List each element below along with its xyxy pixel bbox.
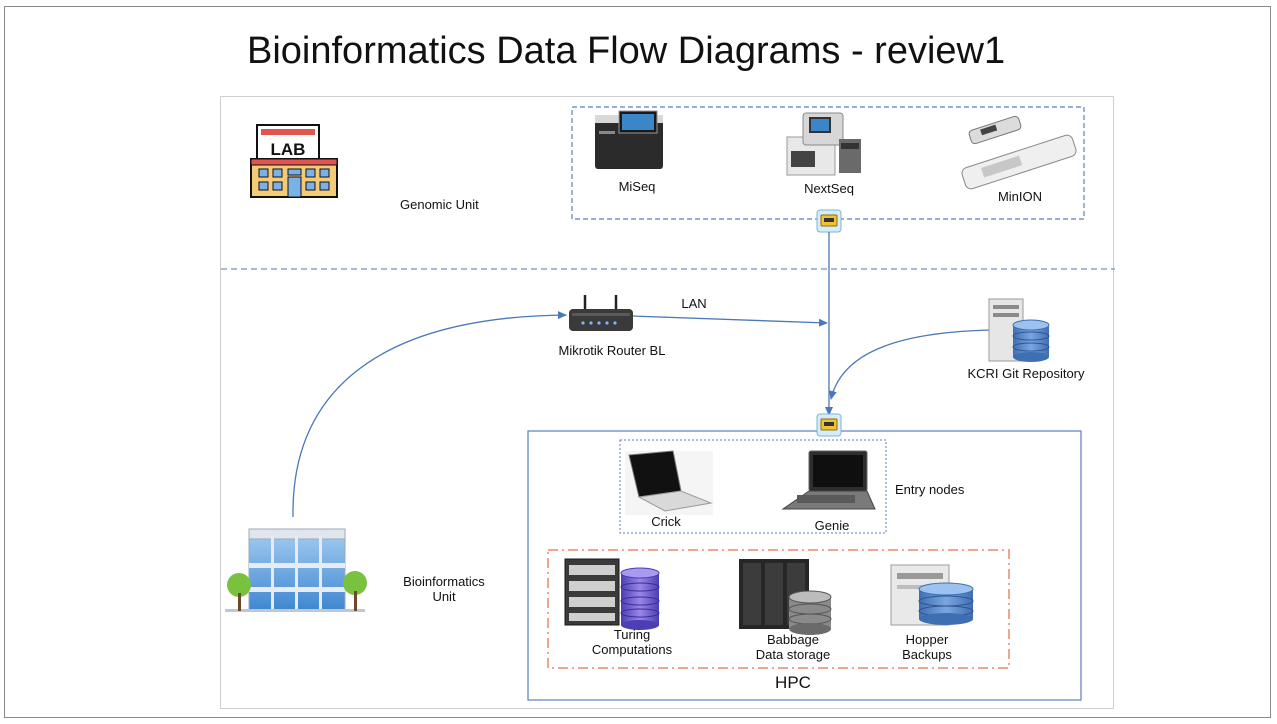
diagram-canvas: LAB <box>221 106 1115 701</box>
babbage-label-line1: Babbage <box>766 632 820 647</box>
lab-building-icon: LAB <box>250 124 338 198</box>
entry-nodes-box <box>619 439 887 534</box>
babbage-label-line2: Data storage <box>755 647 831 662</box>
bioinformatics-unit-label-line1: Bioinformatics <box>403 574 485 589</box>
router-icon <box>569 295 633 331</box>
hopper-label-line2: Backups <box>902 647 952 662</box>
turing-server-icon <box>564 558 660 630</box>
nextseq-icon <box>786 112 861 176</box>
sequencer-switch-icon <box>816 209 842 233</box>
miseq-icon <box>595 110 663 169</box>
hopper-backup-icon <box>890 564 974 626</box>
bioinfo-router-link <box>292 311 567 518</box>
hpc-switch-icon <box>816 413 842 437</box>
genie-laptop-icon <box>781 450 876 510</box>
git-hpc-link <box>828 329 992 400</box>
bioinformatics-unit-label-line2: Unit <box>432 589 456 604</box>
hopper-label-line1: Hopper <box>905 632 949 647</box>
minion-label: MinION <box>997 189 1043 204</box>
genomic-unit-label: Genomic Unit <box>400 197 479 212</box>
router-lan-link <box>631 315 828 327</box>
turing-label-line1: Turing <box>613 627 651 642</box>
miseq-label: MiSeq <box>618 179 656 194</box>
lab-sign-text: LAB <box>271 140 306 159</box>
hpc-box <box>527 430 1082 701</box>
crick-laptop-icon <box>625 450 713 515</box>
bioinformatics-building-icon <box>225 528 367 612</box>
slide-title: Bioinformatics Data Flow Diagrams - revi… <box>247 30 1006 72</box>
genie-label: Genie <box>814 518 850 533</box>
slide-frame <box>4 6 1271 718</box>
crick-label: Crick <box>651 514 681 529</box>
babbage-storage-icon <box>739 559 832 635</box>
minion-icon <box>961 115 1077 190</box>
entry-nodes-label: Entry nodes <box>895 482 965 497</box>
diagram-area: LAB <box>220 96 1115 709</box>
hpc-label: HPC <box>775 673 811 692</box>
compute-cluster-box <box>547 549 1010 669</box>
lan-label: LAN <box>681 296 707 311</box>
nextseq-label: NextSeq <box>804 181 854 196</box>
git-repository-label: KCRI Git Repository <box>967 366 1085 381</box>
turing-label-line2: Computations <box>591 642 673 657</box>
router-label: Mikrotik Router BL <box>558 343 666 358</box>
git-repository-icon <box>988 298 1050 362</box>
